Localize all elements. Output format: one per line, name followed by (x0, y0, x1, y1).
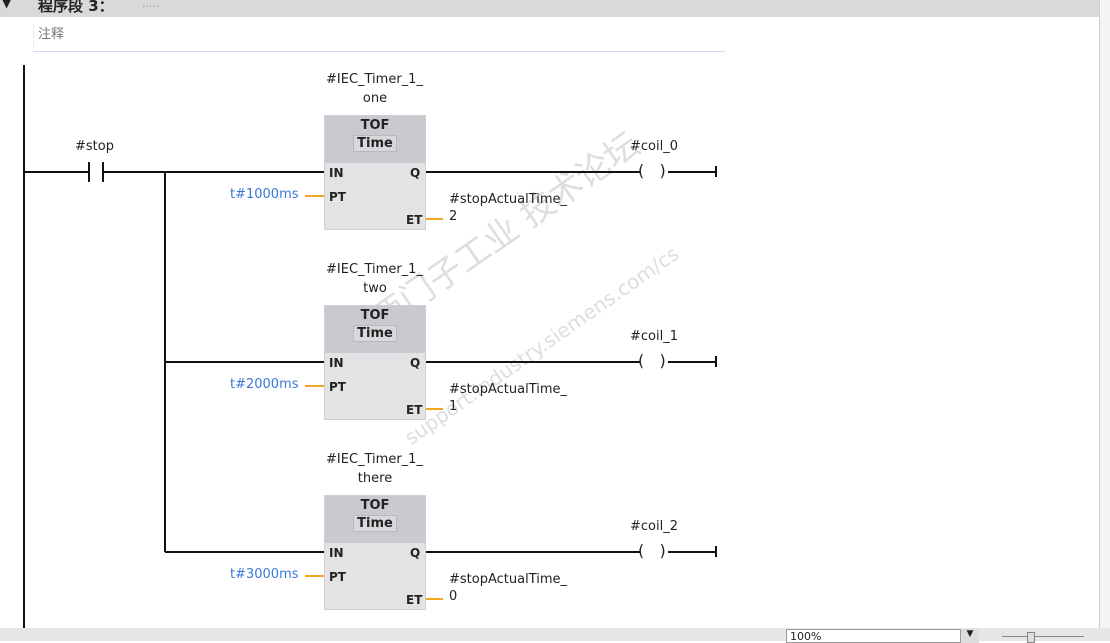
coil-icon[interactable]: ( ) (638, 541, 666, 560)
pt-value[interactable]: t#1000ms (230, 187, 299, 202)
timer-data-type[interactable]: Time (353, 515, 397, 532)
coil-label[interactable]: #coil_1 (630, 329, 678, 344)
tof-timer-block[interactable] (324, 115, 426, 230)
pt-value[interactable]: t#2000ms (230, 377, 299, 392)
et-variable[interactable]: #stopActualTime_ (449, 382, 568, 397)
rung-wire (104, 171, 165, 173)
network-title: 程序段 3： (38, 0, 114, 15)
pin-pt: PT (329, 570, 346, 584)
timer-instance-name[interactable]: #IEC_Timer_1_ (326, 72, 423, 87)
contact-right-bar[interactable] (102, 162, 104, 182)
pt-value[interactable]: t#3000ms (230, 567, 299, 582)
pin-q: Q (410, 356, 421, 370)
pin-et: ET (406, 213, 423, 227)
pin-pt: PT (329, 190, 346, 204)
network-header[interactable]: ▼ 程序段 3： ..... (0, 0, 1100, 17)
contact-label[interactable]: #stop (75, 139, 114, 154)
rung-wire (426, 361, 640, 363)
pin-q: Q (410, 166, 421, 180)
contact-left-bar[interactable] (88, 162, 90, 182)
rung-wire (668, 551, 716, 553)
tof-timer-block[interactable] (324, 495, 426, 610)
pin-in: IN (329, 546, 344, 560)
et-variable-cont[interactable]: 2 (449, 209, 458, 224)
timer-instance-name-cont[interactable]: there (357, 471, 393, 486)
pin-et: ET (406, 403, 423, 417)
pin-q: Q (410, 546, 421, 560)
zoom-slider-thumb[interactable] (1027, 632, 1035, 643)
rung-wire (668, 361, 716, 363)
timer-data-type[interactable]: Time (353, 325, 397, 342)
timer-type: TOF (360, 308, 390, 323)
vertical-scrollbar[interactable] (1099, 0, 1110, 628)
timer-data-type[interactable]: Time (353, 135, 397, 152)
rung-wire (165, 361, 324, 363)
wire-end (715, 166, 717, 177)
pin-in: IN (329, 166, 344, 180)
rung-wire (24, 171, 88, 173)
et-variable-cont[interactable]: 1 (449, 399, 458, 414)
rung-wire (426, 551, 640, 553)
pt-wire (305, 195, 324, 197)
rung-wire (165, 551, 324, 553)
et-variable[interactable]: #stopActualTime_ (449, 572, 568, 587)
zoom-slider[interactable] (1002, 636, 1084, 637)
collapse-triangle-icon[interactable]: ▼ (2, 0, 12, 10)
et-wire (426, 598, 443, 600)
coil-label[interactable]: #coil_2 (630, 519, 678, 534)
network-comment[interactable]: 注释 (33, 24, 725, 52)
timer-type: TOF (360, 498, 390, 513)
timer-instance-name-cont[interactable]: two (363, 281, 387, 296)
pin-pt: PT (329, 380, 346, 394)
pt-wire (305, 385, 324, 387)
wire-end (715, 546, 717, 557)
rung-wire (165, 171, 324, 173)
timer-instance-name[interactable]: #IEC_Timer_1_ (326, 452, 423, 467)
coil-icon[interactable]: ( ) (638, 161, 666, 180)
et-wire (426, 408, 443, 410)
network-name[interactable]: ..... (142, 0, 160, 10)
timer-type: TOF (360, 118, 390, 133)
pin-et: ET (406, 593, 423, 607)
pt-wire (305, 575, 324, 577)
pin-in: IN (329, 356, 344, 370)
coil-label[interactable]: #coil_0 (630, 139, 678, 154)
wire-end (715, 356, 717, 367)
power-rail (23, 65, 25, 628)
et-variable-cont[interactable]: 0 (449, 589, 458, 604)
rung-wire (668, 171, 716, 173)
et-variable[interactable]: #stopActualTime_ (449, 192, 568, 207)
coil-icon[interactable]: ( ) (638, 351, 666, 370)
rung-wire (426, 171, 640, 173)
et-wire (426, 218, 443, 220)
timer-instance-name-cont[interactable]: one (362, 91, 388, 106)
timer-instance-name[interactable]: #IEC_Timer_1_ (326, 262, 423, 277)
dropdown-arrow-icon[interactable]: ▼ (960, 629, 979, 643)
